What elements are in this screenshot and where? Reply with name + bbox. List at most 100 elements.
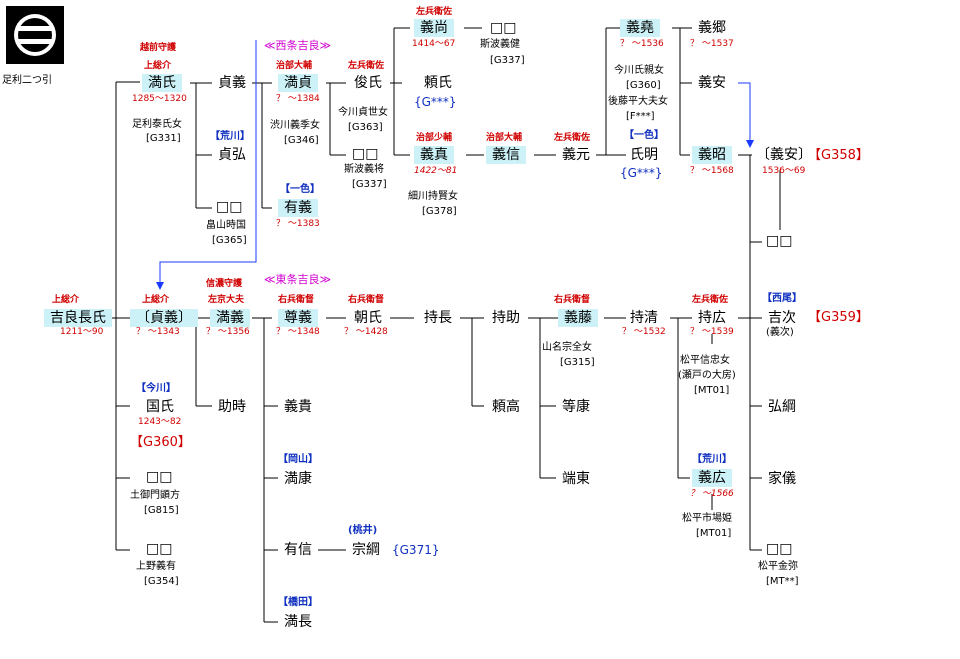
title-mitsusada: 治部大輔: [276, 61, 313, 71]
dates-mochikiyo: ？ ～1532: [622, 327, 666, 337]
clan-mitsunaga: 【橋田】: [278, 597, 318, 608]
clan-kuniuji: 【今川】: [136, 383, 176, 394]
title-mitsuyoshi: 左京大夫: [208, 295, 245, 305]
spouse-nn3: 斯波義健: [480, 39, 520, 50]
title-mochihiro: 左兵衛佐: [692, 295, 729, 305]
title-tomouji: 右兵衛督: [348, 295, 385, 305]
alias-yoshitsugu: (義次): [766, 327, 794, 338]
dates-kuniuji: 1243～82: [138, 417, 182, 427]
dates-mitsuuji: 1285～1320: [132, 94, 187, 104]
clan-munetsuna: (桃井): [348, 525, 378, 536]
spouse-yoshizane: 細川持賢女: [408, 191, 458, 202]
clan-ariyoshi: 【一色】: [280, 184, 320, 195]
person-yoshitsugu: 吉次: [768, 310, 796, 326]
person-yoshinobu: 義信: [486, 146, 526, 164]
person-yorutaka: 頼高: [492, 399, 520, 415]
clan-sadahiro: 【荒川】: [210, 131, 250, 142]
person-yoshiyasu: 義安: [698, 75, 726, 91]
gref-yoshiyasu2: 【G358】: [808, 148, 869, 163]
gref-yoshihiro: [MT01]: [696, 528, 732, 539]
person-ujiaki: 氏明: [630, 147, 658, 163]
clan-yoshitsugu: 【西尾】: [762, 293, 802, 304]
branch-higashijo: ≪東条吉良≫: [264, 273, 332, 286]
clan-yoshihiro: 【荒川】: [692, 454, 732, 465]
spouse-mitsusada: 渋川義季女: [270, 120, 320, 131]
spouse-nn6: 土御門顕方: [130, 490, 180, 501]
dates-yoshisato: ？ ～1537: [690, 39, 734, 49]
title-shunji: 左兵衛佐: [348, 61, 385, 71]
person-munetsuna: 宗綱: [352, 542, 380, 558]
person-mochihiro: 持広: [698, 310, 726, 326]
extra-title-mitsuuji: 越前守護: [140, 43, 177, 53]
title-yoshifuji: 右兵衛督: [554, 295, 591, 305]
person-mochinaga: 持長: [424, 310, 452, 326]
person-yoshisato: 義郷: [698, 20, 726, 36]
spouse-mochihiro: 松平信忠女: [680, 355, 730, 366]
person-toko: 等康: [562, 399, 590, 415]
dates-yoshizane: 1422～81: [414, 166, 458, 176]
clan-mitsuyasu: 【岡山】: [278, 454, 318, 465]
gref-mitsuuji: [G331]: [146, 133, 181, 144]
person-yoshiaki: 義昭: [692, 146, 732, 164]
person-yorinji: 頼氏: [424, 75, 452, 91]
dates-ariyoshi: ？ ～1383: [276, 219, 320, 229]
person-ariyoshi: 有義: [278, 199, 318, 217]
crest-icon: [6, 6, 64, 64]
dates-yoshiaki: ？ ～1568: [690, 166, 734, 176]
gref-nn5: [MT**]: [766, 576, 799, 587]
person-yoshihiro: 義広: [692, 469, 732, 487]
person-shunji: 俊氏: [354, 75, 382, 91]
person-nn6: □□: [146, 469, 173, 485]
extra-title-mitsuyoshi: 信濃守護: [206, 279, 243, 289]
spouse-yoshifuji: 山名宗全女: [542, 342, 592, 353]
title-yoshinao: 左兵衛佐: [416, 7, 453, 17]
person-mochisuke: 持助: [492, 310, 520, 326]
person-nn3: □□: [490, 20, 517, 36]
dates-mitsuyoshi: ？ ～1356: [206, 327, 250, 337]
gref-nn3: [G337]: [490, 55, 525, 66]
person-yoshimoto: 義元: [562, 147, 590, 163]
dates-tomouji: ？ ～1428: [344, 327, 388, 337]
title-takayoshi: 右兵衛督: [278, 295, 315, 305]
person-mitsuuji: 満氏: [142, 74, 182, 92]
person-nn1: □□: [216, 199, 243, 215]
spouse-shunji: 今川貞世女: [338, 107, 388, 118]
dates-sadayoshi: ？ ～1343: [136, 327, 180, 337]
title-yoshizane: 治部少輔: [416, 133, 453, 143]
person-sadayoshi-w: 貞義: [218, 75, 246, 91]
person-yoshiyasu2: 〔義安〕: [756, 147, 812, 163]
person-tomouji: 朝氏: [354, 310, 382, 326]
gref-nn6: [G815]: [144, 505, 179, 516]
crest-label: 足利二つ引: [2, 75, 52, 86]
person-sukitoki: 助時: [218, 399, 246, 415]
person-iesada: 家儀: [768, 471, 796, 487]
title-nagauji: 上総介: [52, 295, 80, 305]
person-mochikiyo: 持清: [630, 310, 658, 326]
spouse1-yoshitaka: 今川氏親女: [614, 65, 664, 76]
person-kuniuji: 国氏: [146, 399, 174, 415]
dates-mitsusada: ？ ～1384: [276, 94, 320, 104]
person-nn4: □□: [766, 233, 793, 249]
title-yoshimoto: 左兵衛佐: [554, 133, 591, 143]
gref-mitsusada: [G346]: [284, 135, 319, 146]
person-yoshinao: 義尚: [414, 19, 454, 37]
dates-yoshiyasu2: 1536～69: [762, 166, 806, 176]
person-nagauji: 吉良長氏: [44, 309, 112, 327]
person-yoshizane: 義真: [414, 146, 454, 164]
gref-yoshizane: [G378]: [422, 206, 457, 217]
dates-takayoshi: ？ ～1348: [276, 327, 320, 337]
gref-yorinji: {G***}: [414, 95, 457, 109]
gref-yoshitsugu: 【G359】: [808, 310, 869, 325]
dates-yoshihiro: ？ ～1566: [690, 489, 734, 499]
person-tanto: 端東: [562, 471, 590, 487]
person-kokou: 弘綱: [768, 399, 796, 415]
dates-yoshinao: 1414～67: [412, 39, 456, 49]
spouse2-mochihiro: (瀬戸の大房): [678, 370, 736, 381]
gref-nn2: [G337]: [352, 179, 387, 190]
person-yoshifuji: 義藤: [558, 309, 598, 327]
person-nn2: □□: [352, 146, 379, 162]
spouse-yoshihiro: 松平市場姫: [682, 513, 732, 524]
gref2-yoshitaka: [F***]: [626, 111, 655, 122]
spouse-nn7: 上野義有: [136, 561, 176, 572]
person-yoshitaka: 義堯: [620, 19, 660, 37]
